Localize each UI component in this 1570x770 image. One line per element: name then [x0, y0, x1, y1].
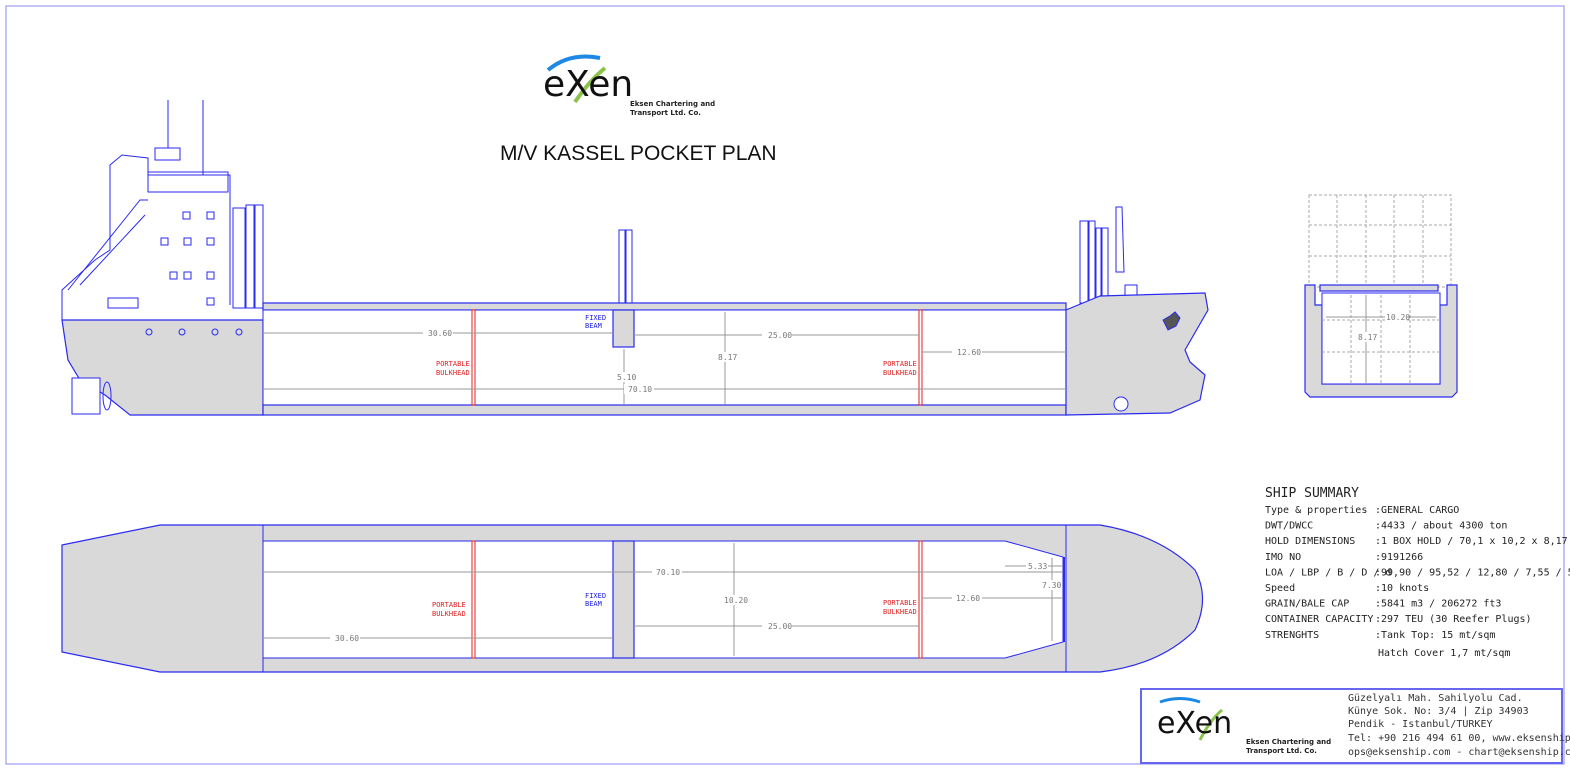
superstructure	[61, 100, 264, 320]
summary-label: IMO NO	[1265, 552, 1301, 563]
dim-plan-mid-section: 25.00	[768, 622, 792, 631]
dim-section-height: 8.17	[1358, 333, 1377, 342]
summary-value: :5841 m3 / 206272 ft3	[1375, 599, 1501, 610]
svg-text:Transport Ltd. Co.: Transport Ltd. Co.	[1246, 747, 1317, 755]
svg-text:BULKHEAD: BULKHEAD	[436, 369, 470, 377]
footer-contact-box: eXen Eksen Chartering and Transport Ltd.…	[1140, 688, 1570, 764]
company-logo: eXen Eksen Chartering and Transport Ltd.…	[543, 54, 715, 117]
svg-text:BULKHEAD: BULKHEAD	[432, 610, 466, 618]
summary-value: :GENERAL CARGO	[1375, 505, 1459, 516]
svg-text:PORTABLE: PORTABLE	[883, 599, 917, 607]
plan-view	[61, 524, 1204, 673]
dim-taper-length: 5.33	[1028, 562, 1047, 571]
svg-text:Eksen Chartering and: Eksen Chartering and	[1246, 738, 1331, 746]
windows	[145, 211, 243, 336]
svg-text:PORTABLE: PORTABLE	[432, 601, 466, 609]
svg-text:PORTABLE: PORTABLE	[883, 360, 917, 368]
dim-fwd-section: 12.60	[957, 348, 981, 357]
bow-thruster-icon	[1113, 396, 1129, 412]
dim-beam-clearance: 5.10	[617, 373, 636, 382]
summary-value: :10 knots	[1375, 583, 1429, 594]
dim-plan-fwd-section: 12.60	[956, 594, 980, 603]
summary-label: STRENGHTS	[1265, 630, 1319, 641]
ship-summary: SHIP SUMMARY Type & properties :GENERAL C…	[1265, 486, 1570, 659]
dim-mid-section: 25.00	[768, 331, 792, 340]
svg-text:FIXED: FIXED	[585, 592, 606, 600]
summary-label: Speed	[1265, 583, 1295, 594]
svg-text:BULKHEAD: BULKHEAD	[883, 608, 917, 616]
page-title: M/V KASSEL POCKET PLAN	[500, 142, 777, 165]
dim-plan-hold-length: 70.10	[656, 568, 680, 577]
svg-text:BULKHEAD: BULKHEAD	[883, 369, 917, 377]
logo-wordmark: eXen	[543, 64, 633, 105]
plan-labels: 70.10 30.60 25.00 12.60 10.20 5.33 7.30 …	[330, 561, 1062, 643]
phone-website: Tel: +90 216 494 61 00, www.eksenship.co…	[1348, 733, 1570, 744]
sheet-border	[5, 5, 1565, 765]
summary-label: HOLD DIMENSIONS	[1265, 536, 1355, 547]
propeller-icon	[102, 381, 112, 411]
summary-value: :Tank Top: 15 mt/sqm	[1375, 630, 1495, 641]
svg-text:PORTABLE: PORTABLE	[436, 360, 470, 368]
footer-logo-wordmark: eXen	[1157, 706, 1232, 741]
summary-label: GRAIN/BALE CAP	[1265, 599, 1349, 610]
summary-heading: SHIP SUMMARY	[1265, 486, 1359, 501]
dim-hold-height: 8.17	[718, 353, 737, 362]
address-line: Pendik - Istanbul/TURKEY	[1348, 719, 1493, 730]
dim-hold-length: 70.10	[628, 385, 652, 394]
svg-text:BEAM: BEAM	[585, 322, 602, 330]
summary-label: DWT/DWCC	[1265, 521, 1313, 532]
email-addresses: ops@eksenship.com - chart@eksenship.com	[1348, 747, 1570, 758]
dim-aft-section: 30.60	[428, 329, 452, 338]
dim-section-width: 10.20	[1386, 313, 1410, 322]
summary-value: :4433 / about 4300 ton	[1375, 521, 1507, 532]
summary-value: :99,90 / 95,52 / 12,80 / 7,55 / 5,68 m	[1375, 567, 1570, 578]
cross-section-view: 10.20 8.17	[1304, 194, 1458, 398]
profile-labels: 30.60 25.00 12.60 70.10 8.17 5.10 FIXED …	[423, 314, 982, 394]
address-line: Güzelyalı Mah. Sahilyolu Cad.	[1348, 693, 1523, 704]
summary-label: Type & properties	[1265, 505, 1367, 516]
svg-text:Transport Ltd. Co.: Transport Ltd. Co.	[630, 109, 701, 117]
dim-plan-hold-width: 10.20	[724, 596, 748, 605]
svg-text:FIXED: FIXED	[585, 314, 606, 322]
summary-label: LOA / LBP / B / D / d	[1265, 567, 1391, 578]
summary-value: :297 TEU (30 Reefer Plugs)	[1375, 614, 1532, 625]
svg-text:Hatch Cover 1,7 mt/sqm: Hatch Cover 1,7 mt/sqm	[1378, 648, 1510, 659]
svg-text:BEAM: BEAM	[585, 600, 602, 608]
address-line: Künye Sok. No: 3/4 | Zip 34903	[1348, 706, 1529, 717]
summary-value: :9191266	[1375, 552, 1423, 563]
svg-text:Eksen Chartering and: Eksen Chartering and	[630, 100, 715, 108]
summary-value: :1 BOX HOLD / 70,1 x 10,2 x 8,17 m	[1375, 536, 1570, 547]
cranes	[618, 206, 1138, 304]
summary-label: CONTAINER CAPACITY	[1265, 614, 1373, 625]
dim-plan-aft-section: 30.60	[335, 634, 359, 643]
dim-fwd-width: 7.30	[1042, 581, 1061, 590]
profile-view	[61, 100, 1209, 416]
anchor-icon	[1162, 311, 1181, 331]
rudder-icon	[71, 377, 101, 415]
